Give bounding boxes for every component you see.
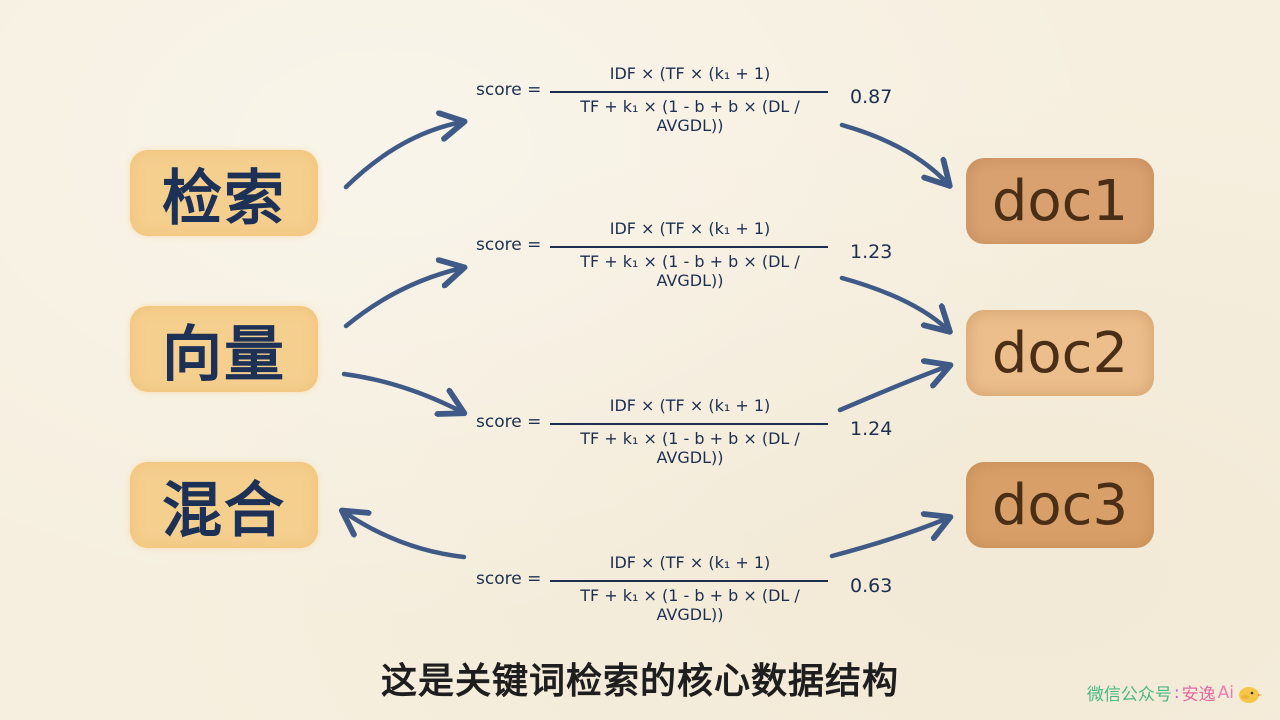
arrow-xiangliang-to-formula3 [341, 371, 462, 412]
fraction-bar [550, 246, 828, 248]
arrow-jiansuo-to-formula1 [343, 122, 462, 190]
doc-label-doc1: doc1 [991, 168, 1129, 234]
watermark: 微信公众号 : 安逸 Ai [1087, 680, 1262, 705]
arrow-formula3-to-doc2 [837, 366, 948, 413]
doc-label-doc2: doc2 [991, 320, 1129, 386]
caption-subtitle: 这是关键词检索的核心数据结构 [380, 661, 899, 702]
score-value: 1.24 [850, 418, 893, 440]
score-value: 1.23 [850, 241, 893, 263]
source-tag-xiangliang: 向量 [130, 306, 318, 392]
watermark-brand-ai: Ai [1217, 682, 1234, 703]
formula-denominator: TF + k₁ × (1 - b + b × (DL / AVGDL)) [580, 429, 800, 467]
watermark-brand: 安逸 [1181, 685, 1216, 705]
source-label-jiansuo: 检索 [162, 163, 286, 234]
arrow-formula2-to-doc2 [839, 275, 948, 330]
bm25-formula-1: score = IDF × (TF × (k₁ + 1) TF + k₁ × (… [470, 64, 910, 135]
bm25-formula-3: score = IDF × (TF × (k₁ + 1) TF + k₁ × (… [470, 396, 910, 467]
formula-denominator: TF + k₁ × (1 - b + b × (DL / AVGDL)) [580, 97, 800, 135]
source-label-xiangliang: 向量 [162, 319, 286, 390]
fraction-bar [550, 580, 828, 582]
source-tag-hunhe: 混合 [130, 462, 318, 548]
fraction-bar [550, 91, 828, 93]
source-tag-jiansuo: 检索 [130, 150, 318, 236]
formula-lhs: score = [476, 412, 542, 432]
chick-icon [1239, 686, 1262, 703]
arrow-formula4-to-hunhe [344, 512, 467, 560]
formula-numerator: IDF × (TF × (k₁ + 1) [609, 396, 771, 415]
doc-tag-doc1: doc1 [966, 158, 1154, 244]
score-value: 0.87 [850, 86, 893, 108]
formula-denominator: TF + k₁ × (1 - b + b × (DL / AVGDL)) [580, 252, 800, 290]
arrow-formula1-to-doc1 [839, 122, 948, 184]
source-label-hunhe: 混合 [162, 475, 286, 546]
formula-lhs: score = [476, 235, 542, 255]
fraction-bar [550, 423, 828, 425]
watermark-separator: : [1173, 682, 1180, 703]
formula-lhs: score = [476, 80, 542, 100]
watermark-prefix: 微信公众号 [1086, 685, 1172, 705]
formula-numerator: IDF × (TF × (k₁ + 1) [609, 553, 771, 572]
arrow-xiangliang-to-formula2 [343, 268, 462, 329]
formula-numerator: IDF × (TF × (k₁ + 1) [609, 219, 771, 238]
bm25-formula-4: score = IDF × (TF × (k₁ + 1) TF + k₁ × (… [470, 553, 910, 624]
bm25-formula-2: score = IDF × (TF × (k₁ + 1) TF + k₁ × (… [470, 219, 910, 290]
doc-label-doc3: doc3 [991, 472, 1129, 538]
doc-tag-doc2: doc2 [966, 310, 1154, 396]
formula-numerator: IDF × (TF × (k₁ + 1) [609, 64, 771, 83]
arrow-formula4-to-doc3 [829, 518, 948, 559]
doc-tag-doc3: doc3 [966, 462, 1154, 548]
formula-denominator: TF + k₁ × (1 - b + b × (DL / AVGDL)) [580, 586, 800, 624]
score-value: 0.63 [850, 575, 893, 597]
formula-lhs: score = [476, 569, 542, 589]
